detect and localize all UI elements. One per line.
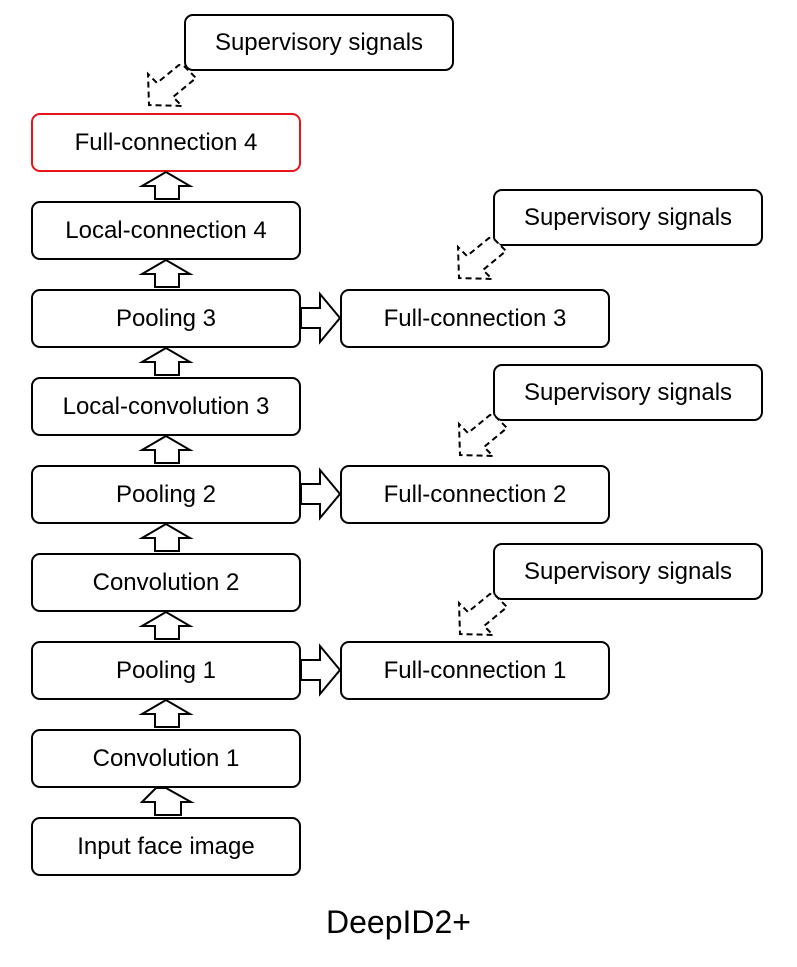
node-label: Supervisory signals [214, 28, 424, 56]
arrow-right-pool1-to-fc1 [300, 643, 342, 697]
node-full-connection-4: Full-connection 4 [31, 113, 301, 172]
node-label: Full-connection 4 [74, 128, 258, 156]
node-label: Pooling 2 [115, 480, 217, 508]
node-label: Full-connection 1 [383, 656, 567, 684]
node-pooling-3: Pooling 3 [31, 289, 301, 348]
node-label: Pooling 3 [115, 304, 217, 332]
arrow-up-lconn4-to-fc4 [138, 170, 194, 200]
arrow-up-lconv3-to-pool3 [138, 346, 194, 376]
node-label: Local-convolution 3 [62, 392, 270, 420]
node-pooling-1: Pooling 1 [31, 641, 301, 700]
node-input-face-image: Input face image [31, 817, 301, 876]
node-label: Pooling 1 [115, 656, 217, 684]
arrow-up-conv1-to-pool1 [138, 698, 194, 728]
node-supervisory-signals-1: Supervisory signals [493, 543, 763, 600]
diagram-caption: DeepID2+ [326, 904, 471, 940]
node-label: Supervisory signals [523, 203, 733, 231]
arrow-dashed-sup3-to-fc3 [456, 236, 508, 281]
node-full-connection-3: Full-connection 3 [340, 289, 610, 348]
node-label: Convolution 1 [92, 744, 240, 772]
node-local-convolution-3: Local-convolution 3 [31, 377, 301, 436]
node-local-connection-4: Local-connection 4 [31, 201, 301, 260]
node-supervisory-signals-4: Supervisory signals [184, 14, 454, 71]
arrow-dashed-sup2-to-fc2 [457, 413, 509, 458]
arrow-dashed-sup4-to-fc4 [146, 63, 198, 108]
node-label: Input face image [77, 832, 255, 860]
node-pooling-2: Pooling 2 [31, 465, 301, 524]
node-label: Supervisory signals [523, 557, 733, 585]
node-label: Full-connection 3 [383, 304, 567, 332]
node-label: Supervisory signals [523, 378, 733, 406]
node-supervisory-signals-2: Supervisory signals [493, 364, 763, 421]
arrow-up-pool2-to-lconv3 [138, 434, 194, 464]
arrow-up-conv2-to-pool2 [138, 522, 194, 552]
node-label: Convolution 2 [92, 568, 240, 596]
node-label: Full-connection 2 [383, 480, 567, 508]
arrow-up-pool1-to-conv2 [138, 610, 194, 640]
node-convolution-2: Convolution 2 [31, 553, 301, 612]
arrow-right-pool2-to-fc2 [300, 467, 342, 521]
arrow-up-pool3-to-lconn4 [138, 258, 194, 288]
arrow-right-pool3-to-fc3 [300, 291, 342, 345]
node-supervisory-signals-3: Supervisory signals [493, 189, 763, 246]
node-full-connection-1: Full-connection 1 [340, 641, 610, 700]
arrow-dashed-sup1-to-fc1 [457, 592, 509, 637]
arrow-up-input-to-conv1 [139, 787, 195, 816]
node-label: Local-connection 4 [65, 216, 267, 244]
node-full-connection-2: Full-connection 2 [340, 465, 610, 524]
